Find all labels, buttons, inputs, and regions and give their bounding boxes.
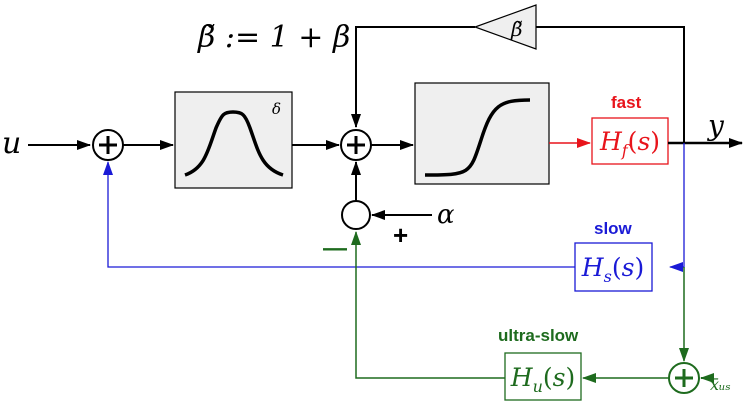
ultra-minus-sign: —: [323, 235, 347, 262]
beta-definition: β̃ := 1 + β: [197, 20, 350, 55]
slow-transfer-function: Hs(s): [581, 253, 644, 286]
alpha-plus-sign: +: [393, 220, 408, 250]
alpha-label: α: [437, 200, 455, 230]
ultra-transfer-function: Hu(s): [510, 363, 576, 396]
sum-junction-1: [92, 129, 124, 161]
fast-label: fast: [611, 93, 642, 112]
comparator-junction: [341, 200, 371, 230]
beta-feedback-wire-left: [351, 26, 475, 128]
slow-block: Hs(s): [574, 242, 653, 292]
delta-block: δ: [174, 91, 293, 189]
beta-gain-block: β̃: [473, 4, 537, 50]
x-us-label: x̄ᵤₛ: [710, 375, 731, 394]
ultra-feedback-wire: [351, 231, 505, 379]
sigmoid-curve-icon: [424, 98, 531, 177]
slow-feedback-wire: [103, 161, 575, 268]
beta-gain-label: β̃: [510, 17, 523, 41]
bell-curve-icon: [184, 110, 284, 177]
sum-junction-ultra: [668, 362, 700, 394]
triangle-gain-icon: [473, 4, 537, 50]
sigmoid-block: [414, 82, 550, 185]
fast-block: Hf(s): [591, 117, 669, 165]
input-u-label: u: [2, 126, 21, 161]
beta-feedback-wire-right: [536, 26, 685, 143]
ultra-slow-label: ultra-slow: [498, 326, 579, 345]
output-y-label: y: [706, 109, 725, 142]
ultra-slow-block: Hu(s): [504, 352, 582, 401]
fast-transfer-function: Hf(s): [599, 127, 660, 160]
sum-junction-2: [340, 129, 372, 161]
slow-wire-from-output: [669, 143, 685, 272]
delta-label: δ: [272, 100, 281, 118]
slow-label: slow: [594, 219, 633, 238]
